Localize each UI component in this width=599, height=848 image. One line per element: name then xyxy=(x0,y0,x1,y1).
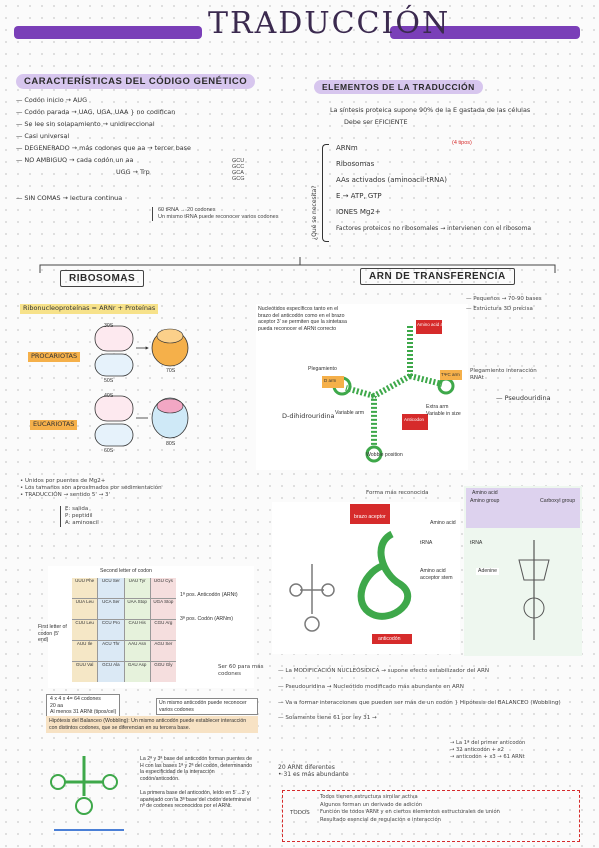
arnt-bullets: — Pequeños → 70-90 bases — Estructura 3D… xyxy=(466,296,542,312)
label-dihidrouridina: D-dihidrouridina xyxy=(282,412,335,420)
element-item-5: IONES Mg2+ xyxy=(336,208,381,216)
elements-intro: La síntesis proteica supone 90% de la E … xyxy=(330,106,531,126)
eucariotas-label: EUCARIOTAS xyxy=(30,420,78,430)
header-bar-left xyxy=(14,26,202,39)
label-d-arm: D arm xyxy=(324,378,337,383)
codon-table-grid: UUU Phe UCU Ser UAU Tyr UGU Cys UUA Leu … xyxy=(72,578,176,682)
label-plegamiento: Plegamiento xyxy=(308,366,337,372)
elements-heading: ELEMENTOS DE LA TRADUCCIÓN xyxy=(314,80,483,94)
prokaryote-large-subunit xyxy=(94,353,134,377)
trna-3d-trna-label: tRNA xyxy=(420,540,433,546)
section-divider xyxy=(39,257,556,273)
trna-3d-diagram xyxy=(289,530,412,644)
wobble-text-2: La 2ª y 3ª base del anticodón forman pue… xyxy=(140,756,252,782)
red-box-label: TODOS xyxy=(290,810,310,816)
trna-aa-label: Amino acid xyxy=(430,520,456,526)
eukaryote-large-subunit xyxy=(94,423,134,447)
procariotas-label: PROCARIOTAS xyxy=(28,352,81,362)
elements-brace xyxy=(322,144,329,242)
prokaryote-small-subunit xyxy=(94,325,134,352)
ribosome-notes: • Unidos por puentes de Mg2+ • Los tamañ… xyxy=(20,478,162,498)
trna-right-label: tRNA xyxy=(470,540,483,546)
label-wobble: Wobble position xyxy=(366,452,403,458)
aminoacyl-diagram xyxy=(518,540,550,640)
codon-table-title: Second letter of codon xyxy=(100,568,152,574)
label-80s: 80S xyxy=(166,441,176,447)
characteristics-list: — Codón inicio → AUG — Codón parada → UA… xyxy=(16,96,191,206)
char-line-3: — Se lee sin solapamiento → unidireccion… xyxy=(16,120,155,128)
char-line-2: — Codón parada → UAG, UGA, UAA } no codi… xyxy=(16,108,176,116)
wobble-text-3: La primera base del anticodón, leído en … xyxy=(140,790,252,809)
codon-sums: 4 x 4 x 4= 64 codones 20 aa Al menos 31 … xyxy=(46,694,121,718)
codon-note: Ser 60 para más codones xyxy=(218,664,264,677)
label-extra-arm: Extra arm Variable in size xyxy=(426,404,461,417)
char-line-1: — Codón inicio → AUG xyxy=(16,96,88,104)
ribosomas-heading: RIBOSOMAS xyxy=(60,270,145,287)
elements-list: ARNm Ribosomas AAs activados (aminoacil-… xyxy=(336,144,531,236)
char-line-8: — SIN COMAS → lectura continua xyxy=(16,194,123,202)
forma-reconocida: Forma más reconocida xyxy=(366,490,429,496)
trna-aa-stem-label: Amino acid acceptor stem xyxy=(420,568,453,581)
element-item-2: Ribosomas xyxy=(336,160,375,168)
element-item-1: ARNm xyxy=(336,144,358,152)
wobble-hypothesis: Hipótesis del Balanceo (Wobbling): Un mi… xyxy=(46,716,258,733)
codon-side-1: 1ª pos. Anticodón (ARNt) xyxy=(180,592,238,598)
char-brace-notes: 60 tRNA → 20 codones Un mismo tRNA puede… xyxy=(152,207,308,221)
aminoacid-box xyxy=(466,488,580,528)
wobble-trna-diagram xyxy=(50,756,124,831)
label-30s: 30S xyxy=(104,323,114,329)
ribosome-sites: E: salida P: peptidil A: aminoacil xyxy=(60,506,99,527)
label-60s: 60S xyxy=(104,448,114,454)
characteristics-heading: CARACTERÍSTICAS DEL CÓDIGO GENÉTICO xyxy=(16,74,256,89)
char-line-7: UGG → Trp xyxy=(116,168,150,176)
adenine-label: Adenine xyxy=(476,568,500,575)
element-item-6: Factores proteicos no ribosomales → inte… xyxy=(336,225,532,232)
anticodon-label: anticodón xyxy=(378,636,401,642)
elements-side-label: ¿Qué se necesita? xyxy=(311,185,318,240)
aa-top-label: Amino acid xyxy=(472,490,498,496)
aceptor-label-box: brazo aceptor xyxy=(350,504,390,524)
page-title: TRADUCCIÓN xyxy=(208,6,451,41)
char-line-5: — DEGENERADO → más codones que aa → terc… xyxy=(16,144,191,152)
ribosome-diagram xyxy=(94,325,189,447)
codon-arrow-note: Un mismo anticodón puede reconocer vario… xyxy=(156,698,258,715)
amino-group-label: Amino group xyxy=(470,498,500,504)
label-variable-arm: Variable arm xyxy=(335,410,365,416)
codon-side-2: 3ª pos. Codón (ARNm) xyxy=(180,616,233,622)
element-item-4: E → ATP, GTP xyxy=(336,192,382,200)
bottom-notes: — La MODIFICACIÓN NUCLEÓSIDICA → supone … xyxy=(278,668,561,721)
codon-table-first: First letter of codon (5' end) xyxy=(38,624,67,643)
char-line-6: — NO AMBIGUO → cada codón un aa xyxy=(16,156,134,164)
red-box-text: Todos tienen estructura similar activa A… xyxy=(320,794,500,823)
label-40s: 40S xyxy=(104,393,114,399)
bottom-arrows: → La 1ª del primer anticodón → 32 antico… xyxy=(450,740,526,760)
carboxyl-group-label: Carboxyl group xyxy=(540,498,576,504)
elements-red-note: (4 tipos) xyxy=(452,140,472,146)
label-tpsic-arm: TΨC arm xyxy=(441,372,460,377)
trna-count: 20 ARNt diferentes • 31 es más abundante xyxy=(278,764,349,778)
ribosomas-formula: Ribonucleoproteínas = ARNr + Proteínas xyxy=(20,304,159,314)
label-aa-arm: Amino acid arm xyxy=(417,322,449,327)
label-anticodon: Anticodon xyxy=(404,417,425,422)
arnt-heading: ARN DE TRANSFERENCIA xyxy=(360,268,515,285)
trna-cloverleaf-diagram xyxy=(322,320,462,463)
label-70s: 70S xyxy=(166,368,176,374)
char-side-codons: GCU GCC GCA GCG xyxy=(232,158,245,182)
arnt-pseudouridina: — Pseudouridina xyxy=(496,394,551,402)
label-50s: 50S xyxy=(104,378,114,384)
red-dashed-box xyxy=(282,790,580,842)
trna-figure-text: Nucleótidos específicos tanto en el braz… xyxy=(258,306,347,332)
eukaryote-small-subunit xyxy=(94,395,134,422)
element-item-3: AAs activados (aminoacil-tRNA) xyxy=(336,176,447,184)
label-plegamiento-rnat: Plegamiento interacción RNAt xyxy=(470,368,537,381)
header-bar-right xyxy=(390,26,580,39)
char-line-4: — Casi universal xyxy=(16,132,70,140)
